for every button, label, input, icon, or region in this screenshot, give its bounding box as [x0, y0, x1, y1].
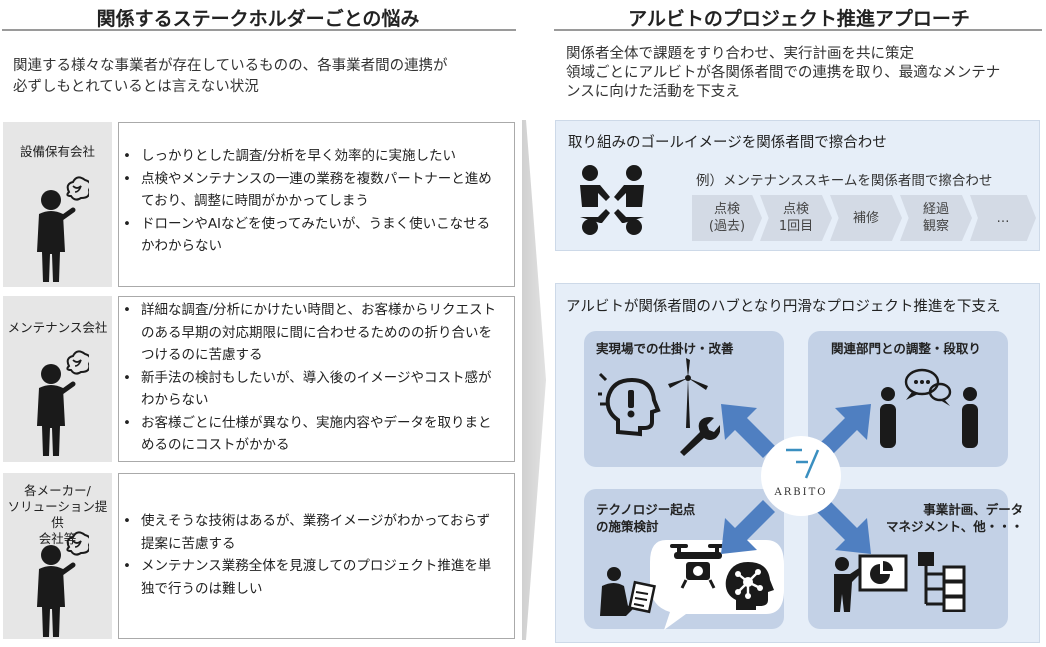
concern-item: 使えそうな技術はあるが、業務イメージがわかっておらず提案に苦慮する [119, 510, 503, 555]
concern-item: 点検やメンテナンスの一連の業務を複数パートナーと進めており、調整に時間がかかって… [119, 168, 503, 213]
hub-panel-title: アルビトが関係者間のハブとなり円滑なプロジェクト推進を下支え [566, 299, 1001, 315]
stakeholder-label: メンテナンス会社 [7, 320, 108, 335]
stakeholder-label: 各メーカー/ ソリューション提供 会社等 [3, 483, 112, 547]
stakeholder-label-line: ソリューション提供 [7, 499, 108, 530]
concern-item: 新手法の検討もしたいが、導入後のイメージやコスト感がわからない [119, 367, 503, 412]
quadrant-title: 実現場での仕掛け・改善 [596, 341, 734, 356]
stakeholder-label-box: 設備保有会社 [3, 122, 112, 287]
process-step: 点検(過去) [692, 195, 762, 241]
worried-person-icon [37, 176, 89, 282]
quadrant-title: 関連部門との調整・段取り [831, 341, 981, 356]
concern-item: しっかりとした調査/分析を早く効率的に実施したい [119, 145, 503, 168]
idea-head-icon [598, 372, 661, 437]
concern-item: 詳細な調査/分析にかけたい時間と、お客様からリクエストのある早期の対応期限に間に… [119, 299, 503, 367]
stakeholder-label-line: 各メーカー/ [24, 483, 91, 498]
worried-person-icon [37, 531, 89, 637]
worried-person-icon [37, 350, 89, 456]
right-intro-line-2: 領域ごとにアルビトが各関係者間での連携を取り、最適なメンテナ [566, 65, 1001, 81]
drone-icon [670, 544, 726, 589]
presentation-icon [834, 554, 908, 612]
left-intro: 関連する様々な事業者が存在しているものの、各事業者間の連携が 必ずしもとれている… [13, 56, 513, 98]
stakeholder-label-box: メンテナンス会社 [3, 296, 112, 462]
hub-panel: アルビトが関係者間のハブとなり円滑なプロジェクト推進を下支え 実現場での仕掛け・… [555, 283, 1040, 643]
arbito-logo-icon [786, 448, 820, 479]
left-intro-line-1: 関連する様々な事業者が存在しているものの、各事業者間の連携が [13, 58, 448, 74]
right-intro: 関係者全体で課題をすり合わせ、実行計画を共に策定 領域ごとにアルビトが各関係者間… [566, 45, 1044, 102]
ai-brain-icon [725, 562, 774, 610]
right-intro-line-1: 関係者全体で課題をすり合わせ、実行計画を共に策定 [566, 46, 914, 62]
concern-item: ドローンやAIなどを使ってみたいが、うまく使いこなせるかわからない [119, 213, 503, 258]
quadrant-title: 事業計画、データ マネジメント、他・・・ [886, 502, 1024, 534]
quadrant-title: テクノロジー起点 の施策検討 [596, 502, 696, 534]
goal-panel-title: 取り組みのゴールイメージを関係者間で擦合わせ [568, 135, 887, 151]
left-heading: 関係するステークホルダーごとの悩み [96, 8, 420, 30]
stakeholder-label-box: 各メーカー/ ソリューション提供 会社等 [3, 473, 112, 639]
collaboration-icon [580, 165, 644, 235]
arbito-logo-text: ARBITO [774, 487, 828, 498]
goal-example: 例）メンテナンススキームを関係者間で擦合わせ [696, 173, 993, 189]
stakeholder-concerns-box: 使えそうな技術はあるが、業務イメージがわかっておらず提案に苦慮する メンテナンス… [118, 473, 515, 639]
right-heading-rule [554, 29, 1042, 31]
transition-arrow-icon [522, 120, 546, 640]
left-intro-line-2: 必ずしもとれているとは言えない状況 [13, 79, 259, 95]
goal-panel: 取り組みのゴールイメージを関係者間で擦合わせ 例）メンテナンススキームを関係者間… [555, 120, 1040, 251]
hub-arrows-icon [721, 404, 871, 554]
process-step: … [970, 195, 1036, 241]
concern-item: メンテナンス業務全体を見渡してのプロジェクト推進を単独で行うのは難しい [119, 555, 503, 600]
wrench-icon [680, 417, 720, 456]
stakeholder-label: 設備保有会社 [19, 144, 95, 159]
person-at-desk-icon [600, 567, 656, 616]
wind-turbine-icon [668, 358, 708, 428]
right-intro-line-3: ンスに向けた活動を下支え [566, 84, 740, 100]
discussion-icon [880, 368, 978, 448]
right-heading: アルビトのプロジェクト推進アプローチ [628, 8, 970, 30]
left-heading-rule [2, 29, 516, 31]
process-step: 補修 [830, 195, 902, 241]
hierarchy-icon [918, 552, 966, 612]
process-step: 経過観察 [900, 195, 972, 241]
stakeholder-concerns-box: しっかりとした調査/分析を早く効率的に実施したい 点検やメンテナンスの一連の業務… [118, 122, 515, 287]
stakeholder-concerns-box: 詳細な調査/分析にかけたい時間と、お客様からリクエストのある早期の対応期限に間に… [118, 296, 515, 462]
concern-item: お客様ごとに仕様が異なり、実施内容やデータを取りまとめるのにコストがかかる [119, 412, 503, 457]
